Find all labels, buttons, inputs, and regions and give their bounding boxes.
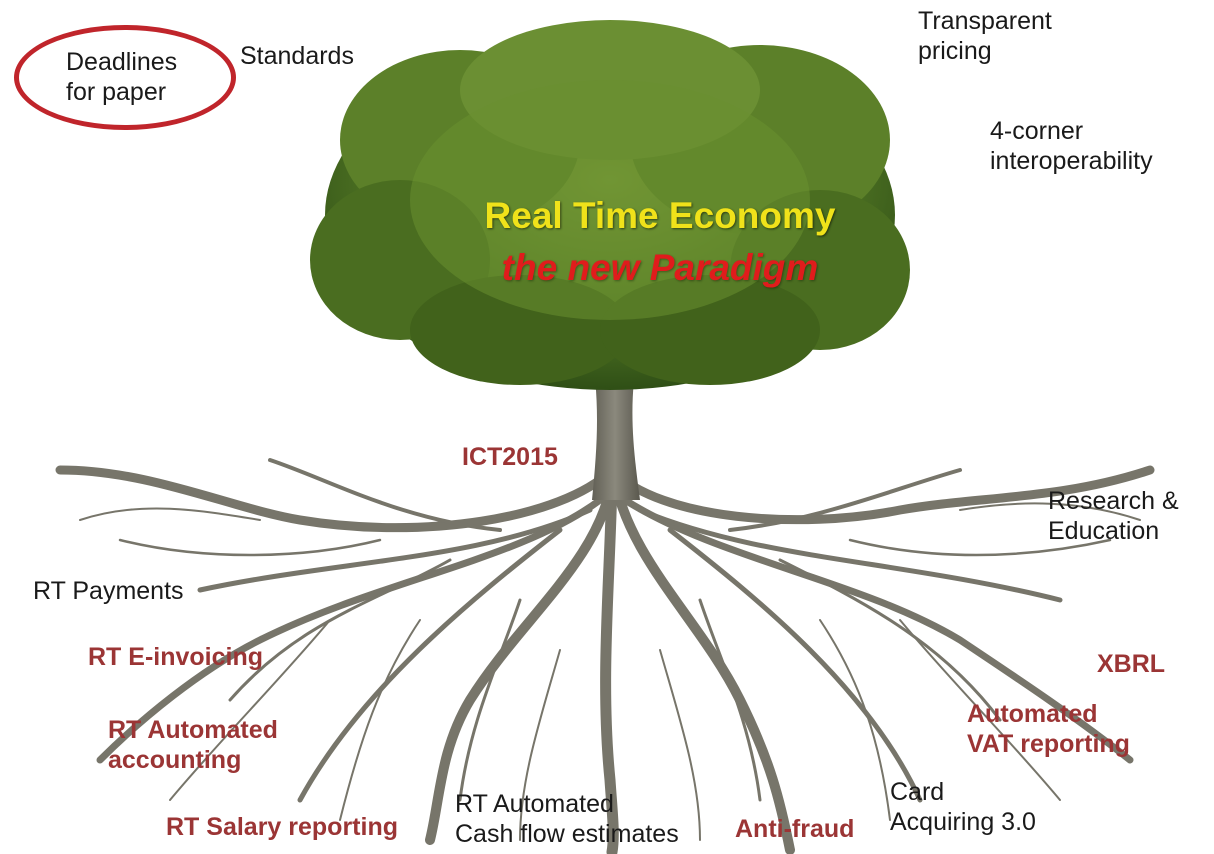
label-transparent-pricing-line1: Transparent: [918, 7, 1052, 35]
label-vat-line1: Automated: [967, 700, 1098, 728]
label-rt-cashflow: RT Automated Cash flow estimates: [455, 790, 679, 849]
label-standards: Standards: [240, 42, 354, 70]
label-anti-fraud: Anti-fraud: [735, 815, 855, 843]
label-four-corner: 4-corner interoperability: [990, 117, 1153, 176]
label-rt-accounting-line2: accounting: [108, 745, 242, 774]
foliage: [310, 20, 910, 390]
label-transparent-pricing: Transparent pricing: [918, 7, 1052, 66]
label-vat-reporting: Automated VAT reporting: [967, 700, 1130, 759]
label-card-acquiring-line1: Card: [890, 778, 945, 806]
diagram-subtitle: the new Paradigm: [501, 247, 819, 288]
label-rt-accounting: RT Automated accounting: [108, 716, 278, 775]
label-deadlines: Deadlines for paper: [66, 48, 177, 107]
label-research-education: Research & Education: [1048, 487, 1179, 546]
label-card-acquiring: Card Acquiring 3.0: [890, 778, 1036, 837]
label-rt-payments: RT Payments: [33, 577, 184, 605]
label-rt-cashflow-line2: Cash flow estimates: [455, 819, 679, 848]
label-four-corner-line2: interoperability: [990, 146, 1153, 175]
label-deadlines-line1: Deadlines: [66, 48, 178, 76]
label-research-line1: Research &: [1048, 487, 1179, 515]
label-rt-cashflow-line1: RT Automated: [455, 790, 614, 818]
label-rt-salary: RT Salary reporting: [166, 813, 398, 841]
label-xbrl: XBRL: [1097, 650, 1166, 678]
label-four-corner-line1: 4-corner: [990, 117, 1084, 145]
label-research-line2: Education: [1048, 516, 1160, 545]
highlight-circle: [14, 25, 236, 130]
label-transparent-pricing-line2: pricing: [918, 36, 992, 65]
label-ict2015: ICT2015: [462, 443, 558, 471]
label-deadlines-line2: for paper: [66, 77, 167, 106]
diagram-title: Real Time Economy: [484, 195, 836, 236]
label-rt-einvoicing: RT E-invoicing: [88, 643, 263, 671]
label-vat-line2: VAT reporting: [967, 729, 1130, 758]
label-rt-accounting-line1: RT Automated: [108, 716, 278, 744]
roots: [55, 458, 1155, 854]
label-card-acquiring-line2: Acquiring 3.0: [890, 807, 1036, 836]
